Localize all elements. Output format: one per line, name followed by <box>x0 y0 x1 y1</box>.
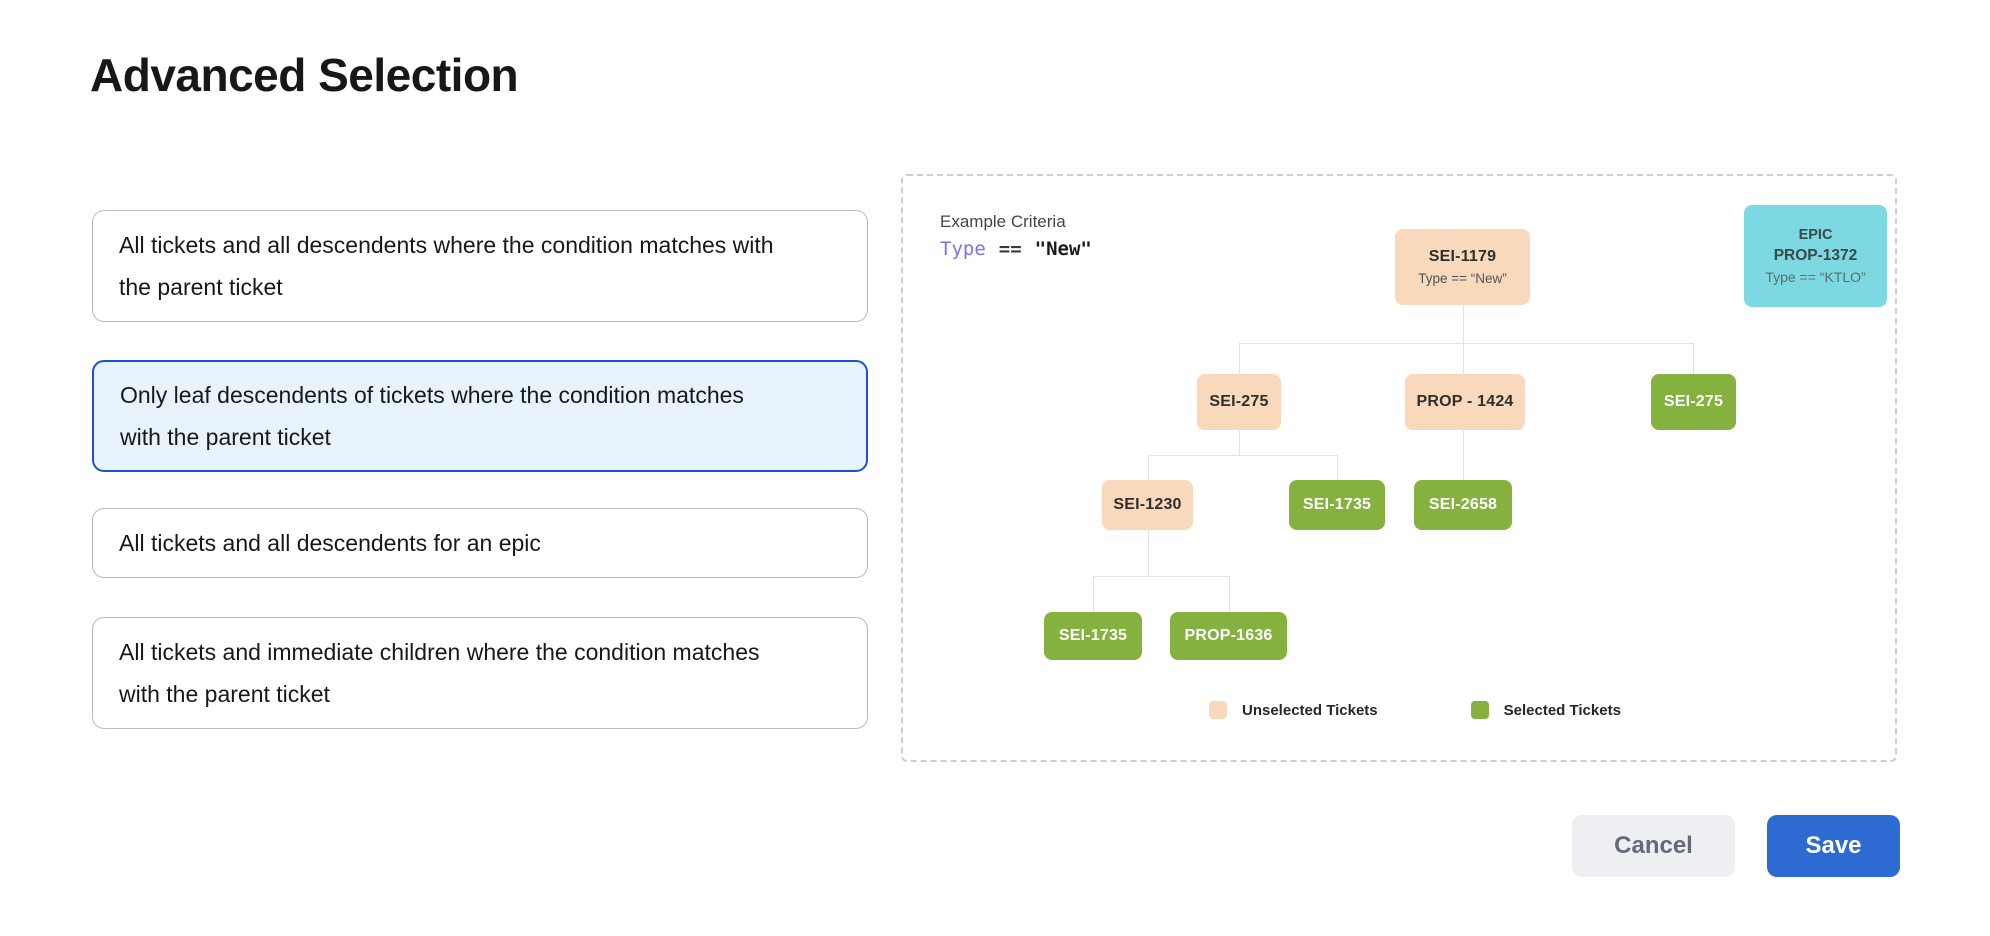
tree-connector <box>1148 455 1149 480</box>
tree-connector <box>1093 576 1094 612</box>
tree-node-prop-1636: PROP-1636 <box>1170 612 1287 660</box>
legend: Unselected Tickets Selected Tickets <box>1209 701 1621 719</box>
tree-connector <box>1337 455 1338 480</box>
node-label: SEI-1735 <box>1302 496 1372 513</box>
tree-node-sei-2658: SEI-2658 <box>1414 480 1512 530</box>
criteria-operator: == <box>998 238 1022 260</box>
tree-connector <box>1239 343 1694 344</box>
epic-ticket-id: PROP-1372 <box>1773 247 1858 264</box>
cancel-button[interactable]: Cancel <box>1572 815 1735 877</box>
legend-label: Selected Tickets <box>1503 701 1621 719</box>
tree-connector <box>1463 305 1464 343</box>
legend-item-selected: Selected Tickets <box>1470 701 1621 719</box>
option-card-immediate-children[interactable]: All tickets and immediate children where… <box>92 617 868 729</box>
selected-swatch-icon <box>1470 701 1489 719</box>
tree-connector <box>1463 343 1464 374</box>
tree-connector <box>1239 343 1240 374</box>
option-card-all-descendents[interactable]: All tickets and all descendents where th… <box>92 210 868 322</box>
node-label: SEI-275 <box>1209 393 1269 410</box>
node-label: PROP-1636 <box>1184 627 1273 644</box>
tree-node-sei-275: SEI-275 <box>1197 374 1281 430</box>
page-title: Advanced Selection <box>90 49 519 101</box>
tree-node-sei-1735-leaf: SEI-1735 <box>1044 612 1142 660</box>
criteria-value: "New" <box>1034 238 1092 260</box>
criteria-field: Type <box>940 238 986 260</box>
tree-connector <box>1693 343 1694 374</box>
option-card-leaf-descendents[interactable]: Only leaf descendents of tickets where t… <box>92 360 868 472</box>
tree-node-sei-275-selected: SEI-275 <box>1651 374 1736 430</box>
node-label: SEI-275 <box>1663 393 1724 410</box>
node-label: SEI-1179 <box>1428 248 1497 265</box>
tree-connector <box>1463 430 1464 480</box>
node-label: SEI-1230 <box>1113 496 1182 513</box>
save-button[interactable]: Save <box>1767 815 1900 877</box>
epic-node: EPIC PROP-1372 Type == “KTLO” <box>1744 205 1887 307</box>
tree-connector <box>1239 430 1240 455</box>
option-card-label: All tickets and all descendents where th… <box>119 232 774 300</box>
tree-connector <box>1229 576 1230 612</box>
unselected-swatch-icon <box>1209 701 1227 719</box>
option-card-label: All tickets and immediate children where… <box>119 639 760 707</box>
option-card-epic-descendents[interactable]: All tickets and all descendents for an e… <box>92 508 868 578</box>
tree-connector <box>1148 530 1149 576</box>
criteria-expression: Type == "New" <box>940 238 1092 260</box>
legend-item-unselected: Unselected Tickets <box>1209 701 1378 719</box>
option-card-label: All tickets and all descendents for an e… <box>119 530 541 556</box>
node-label: SEI-2658 <box>1428 496 1498 513</box>
legend-label: Unselected Tickets <box>1242 701 1378 719</box>
epic-condition: Type == “KTLO” <box>1765 269 1866 285</box>
tree-connector <box>1148 455 1338 456</box>
node-condition: Type == “New” <box>1418 271 1507 286</box>
node-label: SEI-1735 <box>1058 627 1128 644</box>
example-criteria-heading: Example Criteria <box>940 212 1066 231</box>
epic-type-label: EPIC <box>1798 227 1833 243</box>
node-label: PROP - 1424 <box>1416 393 1514 410</box>
option-card-label: Only leaf descendents of tickets where t… <box>120 382 744 450</box>
tree-node-sei-1230: SEI-1230 <box>1102 480 1193 530</box>
tree-node-sei-1735: SEI-1735 <box>1289 480 1385 530</box>
tree-node-prop-1424: PROP - 1424 <box>1405 374 1525 430</box>
tree-connector <box>1093 576 1230 577</box>
